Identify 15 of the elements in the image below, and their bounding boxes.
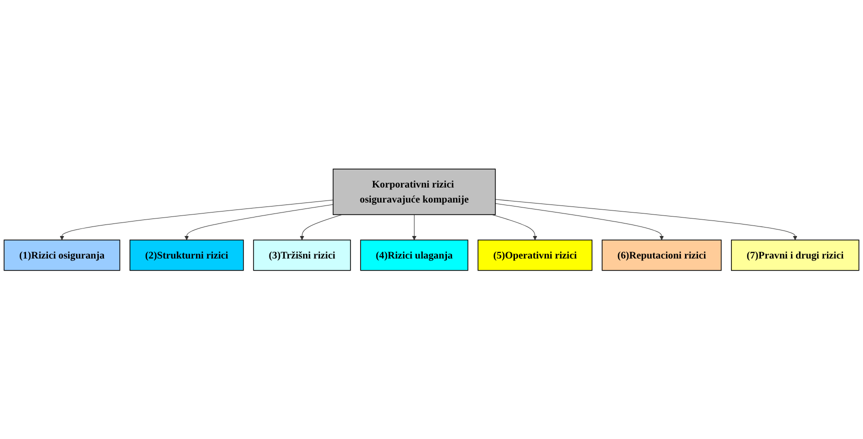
arrow (184, 204, 334, 240)
node-box: (2)Strukturni rizici (130, 239, 244, 271)
node-box: (4)Rizici ulaganja (360, 239, 468, 271)
node-box: (6)Reputacioni rizici (602, 239, 722, 271)
node-box: Korporativni rizici osiguravajuće kompanije (332, 168, 496, 215)
arrow (492, 214, 538, 240)
node-box: (5)Operativni rizici (478, 239, 592, 271)
arrow (300, 214, 342, 240)
arrow (495, 203, 664, 240)
arrow (412, 214, 416, 240)
node-box: (3)Tržišni rizici (253, 239, 351, 271)
node-box: (7)Pravni i drugi rizici (730, 239, 860, 271)
arrow (495, 198, 798, 240)
arrow (60, 200, 334, 240)
node-box: (1)Rizici osiguranja (4, 239, 120, 271)
